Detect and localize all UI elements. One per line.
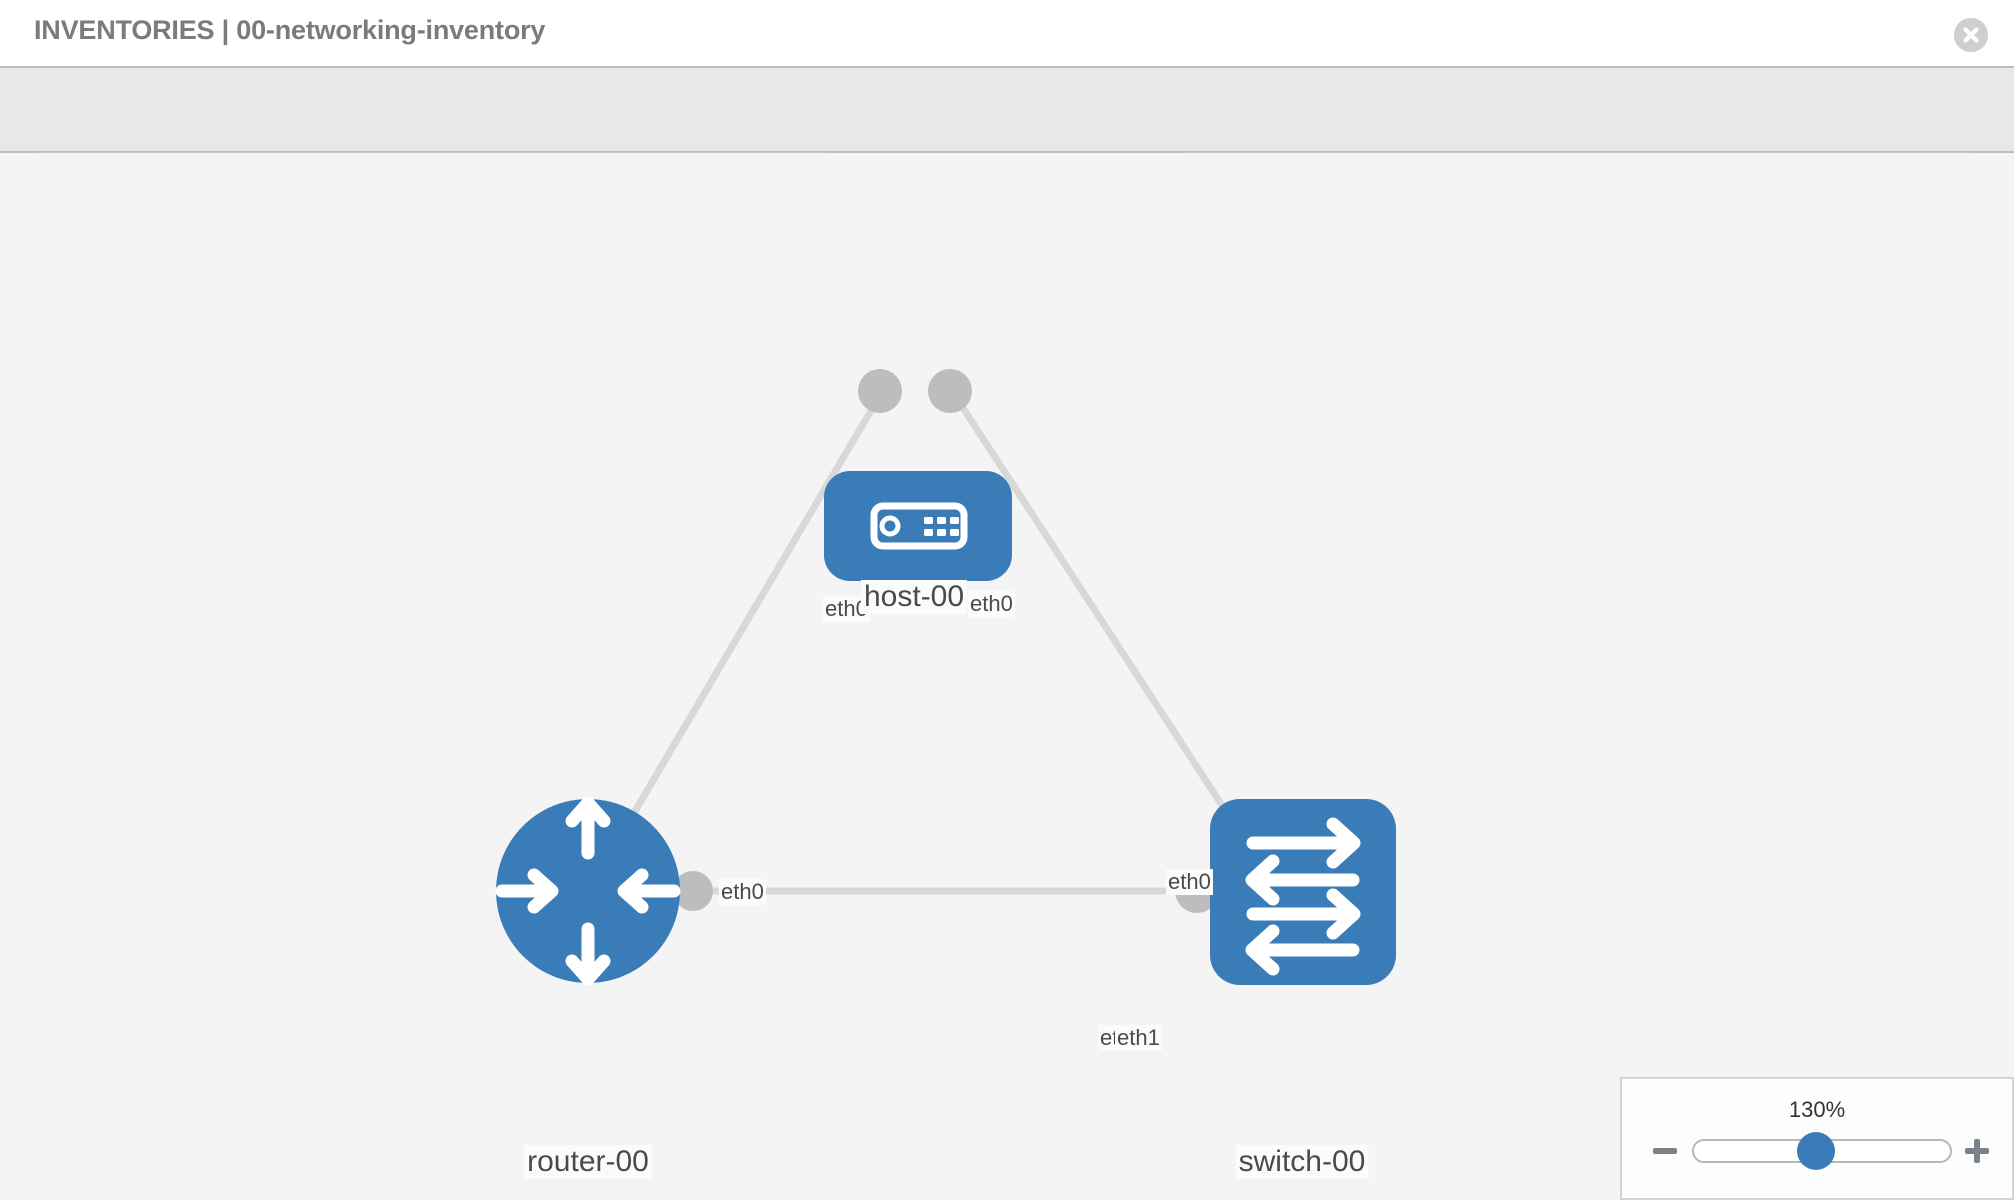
zoom-control-panel: 130%: [1620, 1077, 2014, 1200]
link-host00-switch00: [945, 383, 1243, 835]
node-router-00-shape: [496, 799, 680, 983]
node-switch-00-shape: [1210, 799, 1396, 985]
page-header: INVENTORIES | 00-networking-inventory: [0, 0, 2014, 68]
node-host-00[interactable]: [824, 471, 1012, 581]
connector-host00-right: [928, 369, 972, 413]
iface-label: eth1: [1115, 1025, 1162, 1051]
topology-canvas[interactable]: eth0 eth0 eth0 eth0 eth0 eth1 host-00 ro…: [0, 153, 2014, 1200]
node-label-host-00: host-00: [860, 580, 968, 614]
zoom-in-button[interactable]: [1962, 1136, 1992, 1166]
link-host00-router00: [584, 383, 890, 893]
server-icon: [870, 502, 968, 550]
server-icon-details: [879, 515, 959, 537]
router-arrows-icon: [495, 796, 681, 986]
zoom-slider-thumb[interactable]: [1797, 1132, 1835, 1170]
toolbar: ACTIONS SEARC: [0, 68, 2014, 206]
connector-host00-left: [858, 369, 902, 413]
zoom-level-value: 130%: [1788, 1097, 1846, 1122]
minus-icon: [1653, 1148, 1677, 1154]
connector-router00-east: [673, 871, 713, 911]
iface-label: eth0: [1166, 869, 1213, 895]
close-icon[interactable]: [1954, 18, 1988, 52]
node-label-router-00: router-00: [524, 1145, 652, 1179]
switch-arrows-icon: [1245, 817, 1361, 976]
topology-graph: [495, 369, 1396, 986]
iface-label: eth0: [719, 879, 766, 905]
page-title: INVENTORIES | 00-networking-inventory: [34, 15, 546, 45]
topology-links: [584, 383, 1302, 895]
iface-label: eth0: [968, 591, 1015, 617]
node-host-00-shape: [824, 471, 1012, 581]
node-router-00[interactable]: [495, 796, 681, 986]
plus-icon: [1965, 1139, 1989, 1163]
topology-connectors: [673, 369, 1264, 913]
node-label-switch-00: switch-00: [1235, 1145, 1369, 1179]
zoom-out-button[interactable]: [1650, 1136, 1680, 1166]
node-switch-00[interactable]: [1210, 799, 1396, 985]
